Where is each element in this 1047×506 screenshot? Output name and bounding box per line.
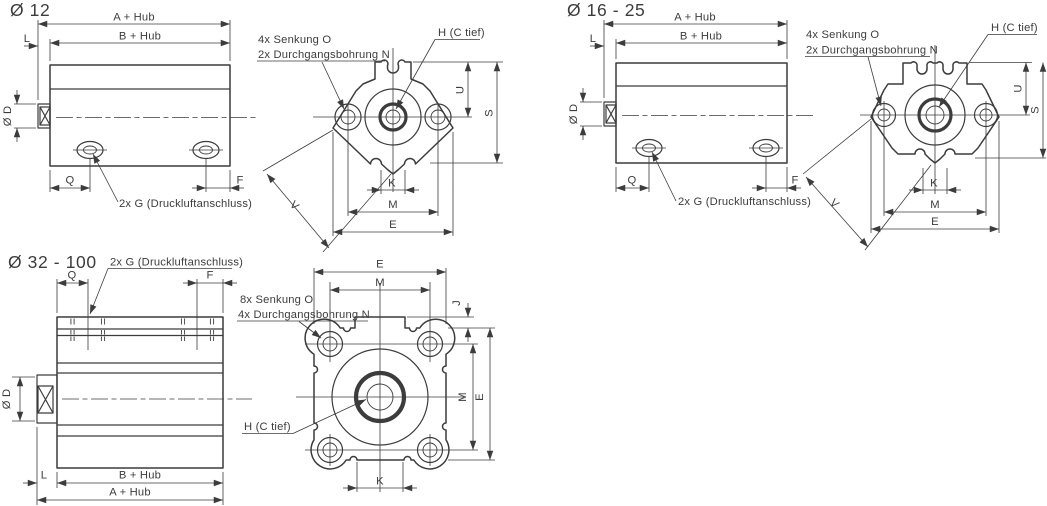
piston-rod-boss-d1625: [603, 101, 617, 127]
cylinder-body-d32: [56, 316, 224, 469]
flange-outline-d12: [332, 59, 454, 175]
dim-label-m: M: [388, 199, 398, 211]
dim-label-e: E: [389, 219, 397, 231]
callout-bohrung: 2x Durchgangsbohrung N: [258, 49, 390, 61]
view-d1625-front: 4x Senkung O 2x Durchgangsbohrung N H (C…: [802, 22, 1047, 251]
extension-lines: [12, 279, 224, 505]
callout-h-c-tief: H (C tief): [438, 27, 485, 39]
dim-label-b-hub: B + Hub: [119, 470, 161, 482]
crosshair-lines: [313, 48, 472, 216]
dim-label-q: Q: [66, 175, 75, 187]
view-d12-front: 4x Senkung O 2x Durchgangsbohrung N H (C…: [257, 27, 503, 253]
dim-label-f: F: [206, 270, 213, 282]
flange-outline-d32: [304, 316, 456, 470]
extension-lines: [802, 62, 1046, 251]
extension-lines: [580, 20, 788, 192]
crosshair-lines: [296, 282, 478, 492]
dim-label-b-hub: B + Hub: [119, 31, 161, 43]
dim-label-k: K: [388, 178, 396, 190]
callout-bohrung: 2x Durchgangsbohrung N: [806, 45, 938, 57]
dim-label-dia-d: Ø D: [568, 104, 580, 125]
dim-label-l: L: [41, 470, 47, 482]
callout-bohrung: 4x Durchgangsbohrung N: [238, 309, 370, 321]
view-d32-front: 8x Senkung O 4x Durchgangsbohrung N H (C…: [237, 259, 495, 492]
dim-label-f: F: [236, 175, 243, 187]
dim-label-q: Q: [68, 270, 77, 282]
dim-label-j: J: [451, 300, 463, 306]
dim-label-dia-d: Ø D: [2, 106, 14, 127]
dim-label-dia-d: Ø D: [1, 389, 13, 410]
dim-label-k: K: [930, 178, 938, 190]
dim-label-v: V: [827, 197, 841, 211]
dim-label-f: F: [791, 175, 798, 187]
callout-senkung: 8x Senkung O: [240, 294, 313, 306]
hidden-thread-ticks: [70, 318, 215, 341]
extension-lines: [262, 61, 503, 253]
dimension-lines: [257, 39, 501, 249]
dim-label-l: L: [590, 33, 596, 45]
dim-label-e-top: E: [376, 259, 384, 271]
view-d12-side: Ø 12 A +: [2, 0, 258, 210]
callout-senkung: 4x Senkung O: [806, 29, 879, 41]
port-axis-lines: [87, 279, 198, 350]
callout-h-c-tief: H (C tief): [244, 421, 291, 433]
dim-label-m: M: [930, 199, 940, 211]
dim-label-a-hub: A + Hub: [674, 12, 716, 24]
dim-label-u: U: [1013, 84, 1025, 92]
air-ports-d1625: [632, 138, 783, 158]
callout-h-c-tief: H (C tief): [991, 22, 1038, 34]
flange-outline-d1625: [870, 61, 1000, 164]
dimension-lines: [13, 20, 244, 203]
view-d1625-side: Ø 16 - 25: [567, 0, 816, 208]
dim-label-e-side: E: [474, 393, 486, 401]
dim-label-e: E: [931, 216, 939, 228]
piston-rod-boss-d12: [37, 103, 51, 129]
profile-lines: [57, 328, 223, 437]
dim-label-m-top: M: [375, 277, 385, 289]
dim-label-a-hub: A + Hub: [113, 12, 155, 24]
crosshair-lines: [860, 45, 1030, 216]
dim-label-k: K: [376, 476, 384, 488]
view-title-d12: Ø 12: [10, 0, 50, 20]
dim-label-l: L: [24, 33, 30, 45]
callout-g-ports: 2x G (Druckluftanschluss): [119, 198, 252, 210]
air-ports-d12: [73, 140, 223, 160]
dim-label-a-hub: A + Hub: [109, 487, 151, 499]
callout-g-ports: 2x G (Druckluftanschluss): [110, 257, 243, 269]
callout-g-ports: 2x G (Druckluftanschluss): [678, 196, 811, 208]
callout-senkung: 4x Senkung O: [258, 34, 331, 46]
dim-label-s: S: [1030, 106, 1042, 114]
dim-label-s: S: [484, 109, 496, 117]
view-d32-side: Ø 32 - 100 2x G (Druckluftansch: [1, 252, 252, 505]
dimension-lines: [237, 268, 494, 492]
view-title-d1625: Ø 16 - 25: [567, 0, 645, 20]
view-title-d32: Ø 32 - 100: [8, 252, 97, 272]
piston-rod-boss-d32: [36, 374, 58, 424]
extension-lines: [313, 268, 495, 492]
dim-label-q: Q: [628, 175, 637, 187]
dimension-lines: [805, 34, 1047, 248]
dim-label-u: U: [455, 86, 467, 94]
dim-label-b-hub: B + Hub: [680, 31, 722, 43]
dim-label-m-side: M: [457, 392, 469, 402]
dimension-lines: [16, 268, 237, 504]
dimension-lines: [579, 20, 801, 202]
